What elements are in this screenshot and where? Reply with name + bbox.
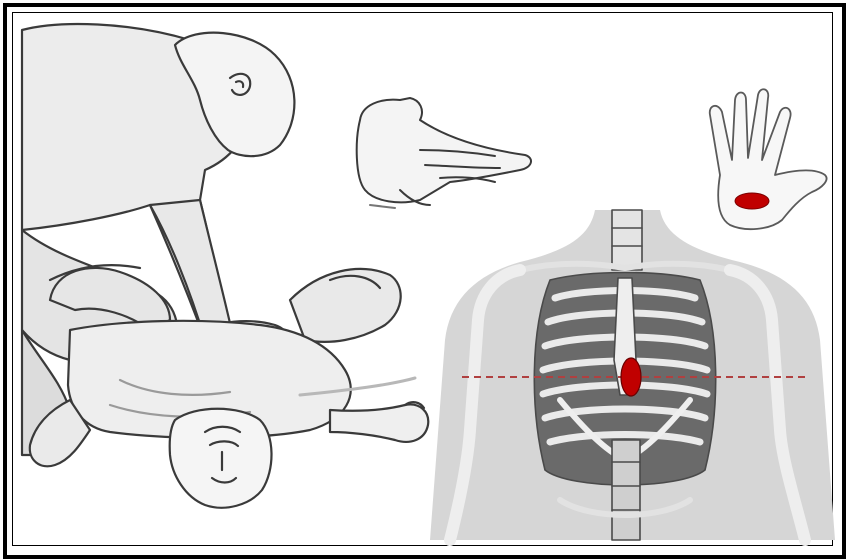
sternum-compression-marker [621, 358, 641, 396]
hand-heel-marker [735, 193, 769, 209]
patient-figure [30, 268, 428, 508]
interlocked-hands [357, 98, 531, 208]
open-hand [710, 89, 827, 229]
